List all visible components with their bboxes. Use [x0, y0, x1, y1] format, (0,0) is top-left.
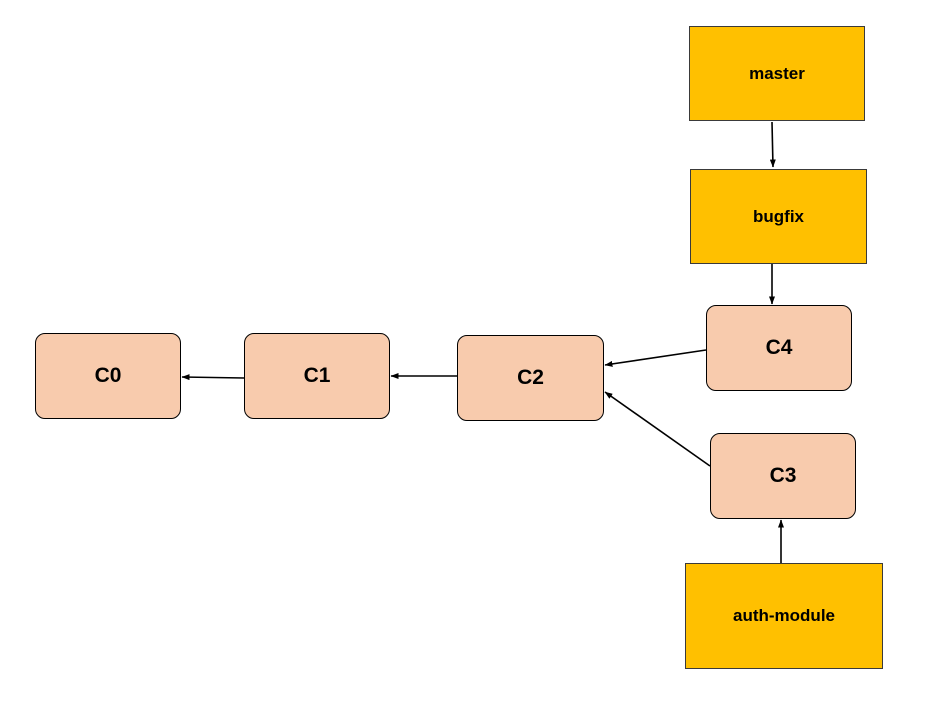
commit-c3: C3 — [710, 433, 856, 519]
commit-c1: C1 — [244, 333, 390, 419]
branch-master: master — [689, 26, 865, 121]
commit-c4: C4 — [706, 305, 852, 391]
commit-c0: C0 — [35, 333, 181, 419]
edge-c3-to-c2 — [604, 391, 711, 467]
commit-c2: C2 — [457, 335, 604, 421]
edge-c4-to-c2 — [604, 349, 707, 367]
edge-c1-to-c0 — [181, 374, 245, 381]
branch-auth-module: auth-module — [685, 563, 883, 669]
branch-bugfix: bugfix — [690, 169, 867, 264]
edge-master-to-bugfix — [769, 121, 776, 168]
